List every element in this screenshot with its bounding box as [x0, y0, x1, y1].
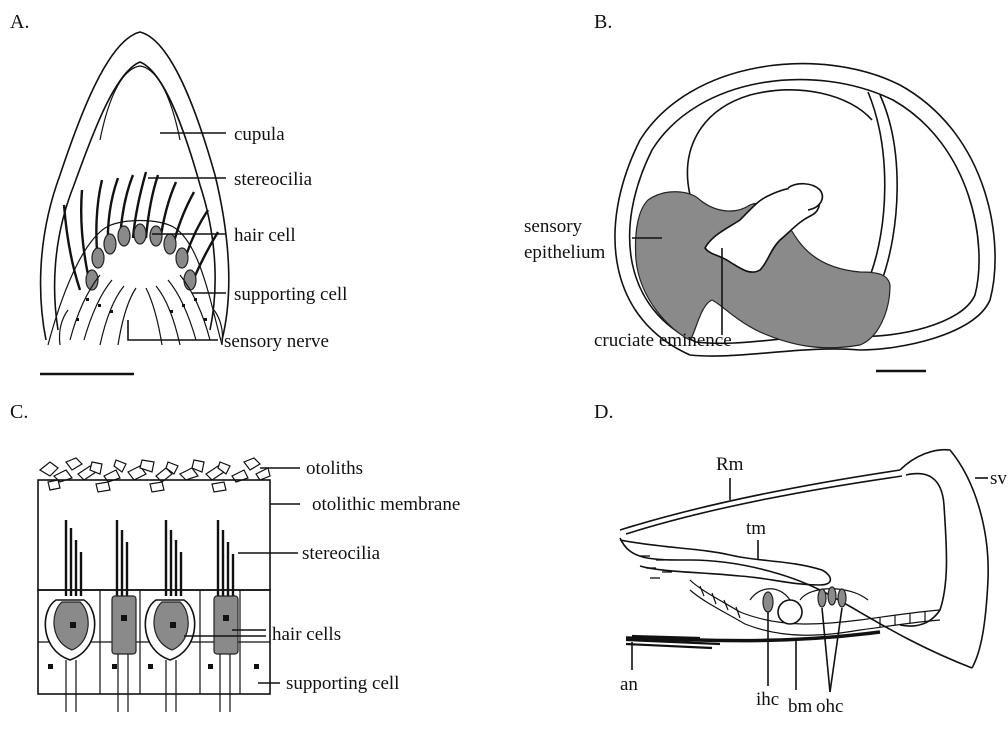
leader-ohc-1: [822, 608, 830, 692]
label-supporting-cell-a: supporting cell: [234, 284, 347, 305]
panel-b-letter: B.: [594, 11, 612, 33]
panel-d-letter: D.: [594, 401, 613, 423]
stria-vascularis: [900, 474, 947, 626]
hair-cell: [118, 226, 130, 246]
panel-a: A.: [10, 11, 347, 374]
supporting-cell-nuclei: [76, 298, 207, 321]
outer-hair-cell: [818, 589, 826, 607]
label-rm: Rm: [716, 454, 744, 475]
hair-cell: [104, 234, 116, 254]
panel-d: D.: [594, 401, 1007, 717]
label-stereocilia-a: stereocilia: [234, 169, 313, 190]
label-stereocilia-c: stereocilia: [302, 543, 381, 564]
hair-cell: [150, 226, 162, 246]
label-otolithic-membrane: otolithic membrane: [312, 494, 460, 515]
hair-cell: [134, 224, 146, 244]
label-supporting-cell-c: supporting cell: [286, 673, 399, 694]
ampulla-chamber: [688, 90, 873, 195]
outer-hair-cell: [838, 589, 846, 607]
label-hair-cells: hair cells: [272, 624, 341, 645]
hair-cell: [112, 596, 136, 654]
leader-ohc-2: [830, 608, 842, 692]
panel-a-letter: A.: [10, 11, 29, 33]
label-ihc: ihc: [756, 689, 779, 710]
hair-cell: [176, 248, 188, 268]
label-cupula: cupula: [234, 124, 285, 145]
macula-stereocilia: [66, 520, 233, 596]
nerve-fibers: [66, 654, 230, 712]
inner-hair-cell: [763, 592, 773, 612]
label-sensory-nerve: sensory nerve: [224, 331, 329, 352]
otoliths-layer: [40, 458, 270, 492]
otolithic-membrane: [38, 480, 270, 590]
label-cruciate-eminence: cruciate eminence: [594, 330, 732, 351]
label-hair-cell: hair cell: [234, 225, 296, 246]
tunnel-of-corti: [778, 600, 802, 624]
hair-cell: [164, 234, 176, 254]
spiral-ligament: [900, 450, 988, 668]
label-epithelium: epithelium: [524, 242, 605, 263]
ampulla-septum: [880, 95, 897, 280]
label-sv: sv: [990, 468, 1007, 489]
cupula-cap: [100, 66, 180, 140]
hair-cell: [214, 596, 238, 654]
hair-cell: [184, 270, 196, 290]
panel-c: C.: [10, 401, 460, 712]
cochlear-hair-cells: [763, 587, 846, 624]
panel-b: B. sensory epithelium cruciate eminence: [524, 11, 995, 371]
panel-c-letter: C.: [10, 401, 28, 423]
label-otoliths: otoliths: [306, 458, 363, 479]
label-ohc: ohc: [816, 696, 843, 717]
label-bm: bm: [788, 696, 813, 717]
ampulla-septum-inner: [868, 92, 885, 276]
outer-hair-cell: [828, 587, 836, 605]
label-tm: tm: [746, 518, 766, 539]
label-sensory: sensory: [524, 216, 583, 237]
label-an: an: [620, 674, 638, 695]
hair-cell: [92, 248, 104, 268]
supporting-cells: [59, 275, 222, 345]
